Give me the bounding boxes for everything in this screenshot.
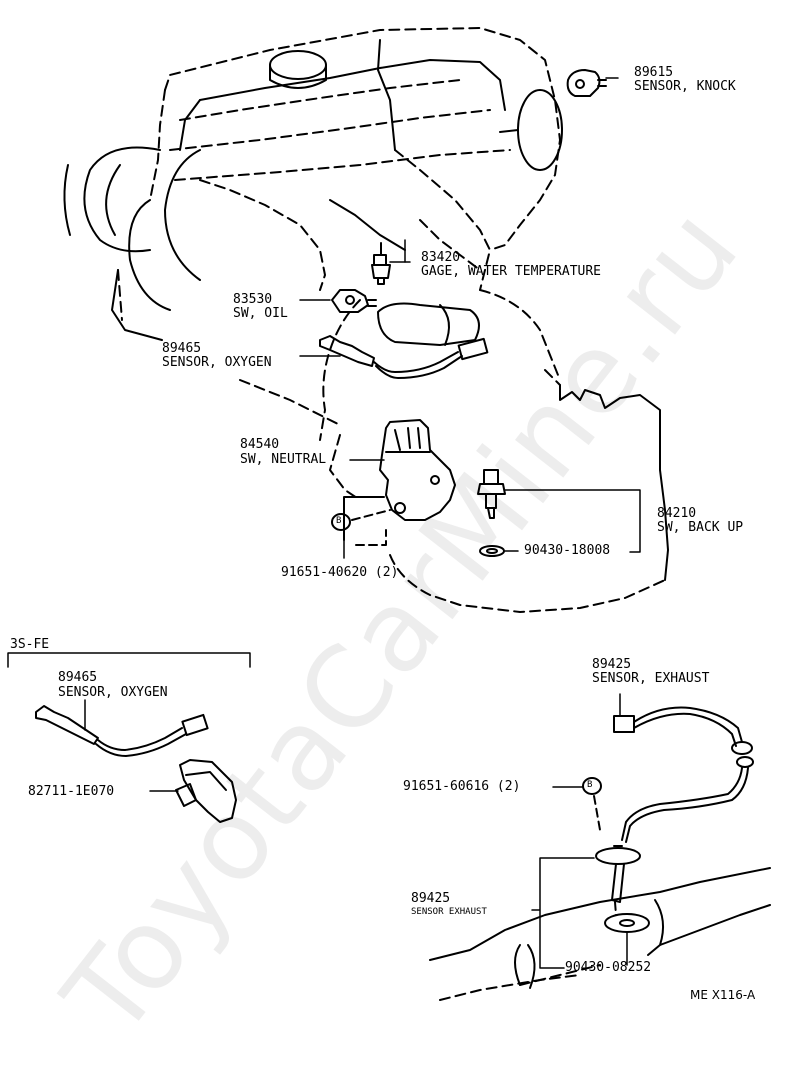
knock-sensor-name: SENSOR, KNOCK	[634, 79, 736, 94]
oxygen-sensor-3sfe-name: SENSOR, OXYGEN	[58, 685, 168, 700]
gasket-2-part-no: 90430-08252	[565, 960, 652, 975]
oil-switch-name: SW, OIL	[233, 306, 288, 321]
bolt-part-no: 91651-40620 (2)	[281, 565, 399, 580]
exhaust-sensor-name: SENSOR, EXHAUST	[592, 671, 710, 686]
bolt-2-part-no: 91651-60616 (2)	[403, 779, 521, 794]
exhaust-sensor-part-no: 89425	[592, 657, 632, 672]
oxygen-sensor-part	[239, 335, 489, 426]
bolt-2-letter: B	[587, 780, 593, 790]
water-temp-gage-name: GAGE, WATER TEMPERATURE	[421, 264, 602, 279]
backup-switch-name: SW, BACK UP	[657, 520, 744, 535]
water-temp-gage-part	[371, 239, 411, 285]
exhaust-sensor-2-name: SENSOR EXHAUST	[411, 907, 487, 917]
gasket-part-no: 90430-18008	[524, 543, 611, 558]
section-title: 3S-FE	[10, 637, 50, 652]
section-3sfe	[7, 652, 251, 823]
oxygen-sensor-name: SENSOR, OXYGEN	[162, 355, 272, 370]
neutral-switch-part	[343, 419, 456, 541]
oil-switch-part-no: 83530	[233, 292, 273, 307]
backup-switch-part-no: 84210	[657, 506, 697, 521]
oxygen-sensor-part-no: 89465	[162, 341, 202, 356]
knock-sensor-part-no: 89615	[634, 65, 674, 80]
exhaust-sensor-2-part-no: 89425	[411, 891, 451, 906]
bolt-letter: B	[336, 516, 342, 526]
neutral-switch-name: SW, NEUTRAL	[240, 452, 327, 467]
neutral-switch-part-no: 84540	[240, 437, 280, 452]
bolt-part	[331, 509, 391, 559]
figure-code: ME X116-A	[690, 988, 756, 1002]
exhaust-section	[429, 693, 771, 1001]
gasket-part	[479, 545, 519, 557]
knock-sensor-part	[566, 69, 619, 97]
water-temp-gage-part-no: 83420	[421, 250, 461, 265]
clamp-part-no: 82711-1E070	[28, 784, 115, 799]
oxygen-sensor-3sfe-part-no: 89465	[58, 670, 98, 685]
backup-switch-part	[477, 469, 641, 553]
oil-switch-part	[299, 289, 377, 313]
